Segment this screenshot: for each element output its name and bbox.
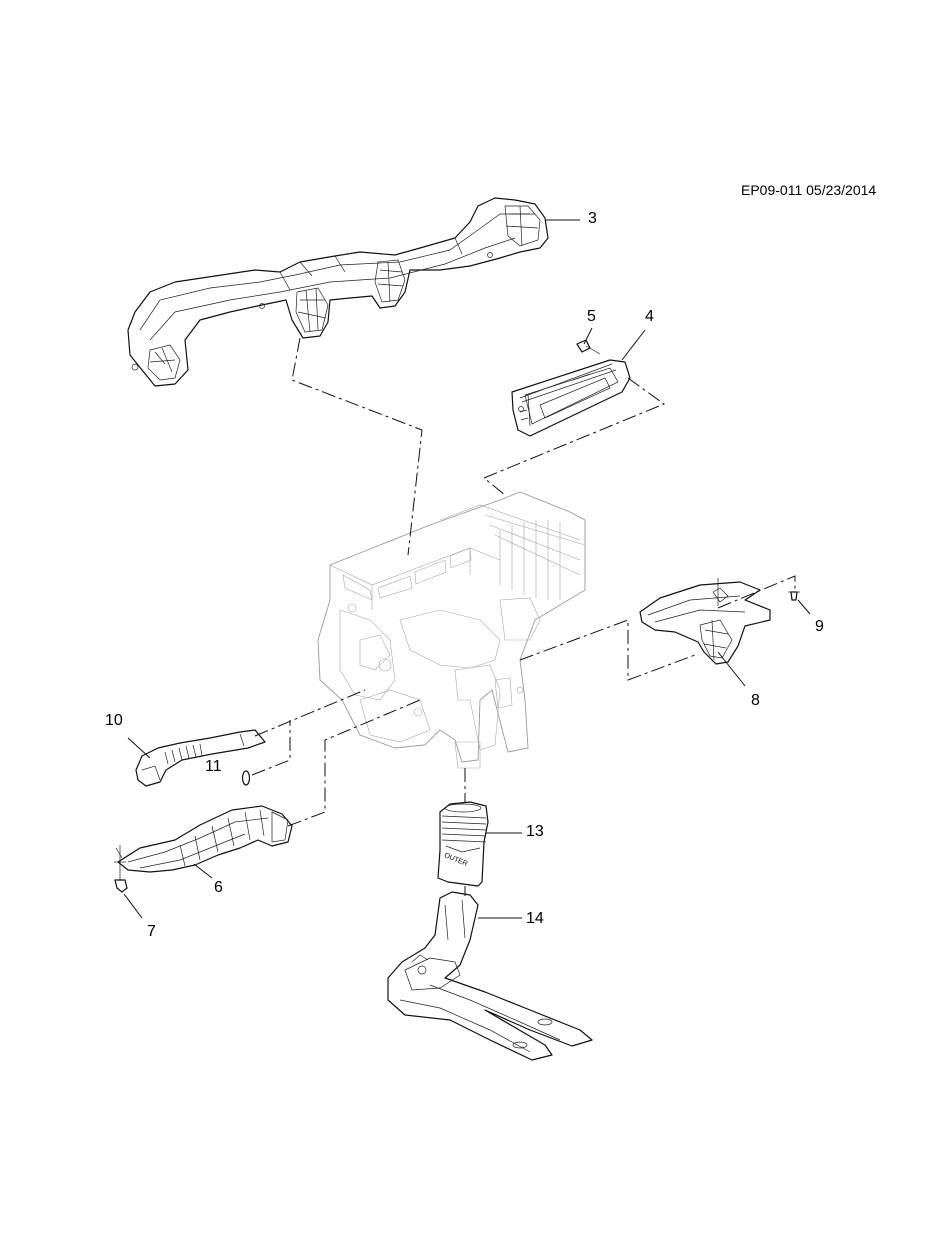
callout-5: 5 <box>587 308 596 325</box>
assembly-lines <box>251 337 796 896</box>
callout-9: 9 <box>815 618 824 635</box>
dash-duct8-to-module <box>519 619 696 681</box>
leader-9 <box>797 599 811 615</box>
leader-lines <box>123 219 811 919</box>
drawing-reference: EP09-011 05/23/2014 <box>741 182 877 198</box>
leader-5 <box>583 327 593 345</box>
dash-duct10-to-module <box>254 689 366 737</box>
dash-grommet11 <box>251 720 291 776</box>
callout-8: 8 <box>751 692 760 709</box>
dash-duct8-to-pin9 <box>717 575 796 609</box>
leader-8 <box>717 651 746 687</box>
leader-7 <box>123 893 143 919</box>
callout-10: 10 <box>105 712 123 729</box>
dash-duct6-to-module <box>287 699 421 827</box>
part-7-clip <box>114 845 128 893</box>
leader-4 <box>621 329 646 361</box>
hvac-module <box>317 491 586 769</box>
dash-outlet4-to-module <box>483 377 666 496</box>
part-6-floor-duct <box>115 805 293 873</box>
part-11-grommet <box>241 770 251 786</box>
part-5-screw <box>576 339 601 355</box>
part-3-upper-duct <box>127 197 549 387</box>
callout-3: 3 <box>588 210 597 227</box>
part-13-connector <box>437 801 489 887</box>
callout-13: 13 <box>526 823 544 840</box>
part-9-pin <box>788 591 800 601</box>
callout-7: 7 <box>147 923 156 940</box>
part-10-rear-duct <box>135 729 266 787</box>
callout-6: 6 <box>214 879 223 896</box>
leader-6 <box>193 863 213 879</box>
part-14-lower-floor-duct <box>387 891 593 1061</box>
callout-4: 4 <box>645 308 654 325</box>
dash-duct3-to-module <box>291 337 423 556</box>
leader-10 <box>127 737 151 759</box>
callout-11: 11 <box>205 758 222 775</box>
part-4-outlet-deflector <box>511 359 631 437</box>
callout-14: 14 <box>526 910 544 927</box>
part-8-side-duct <box>639 578 771 665</box>
